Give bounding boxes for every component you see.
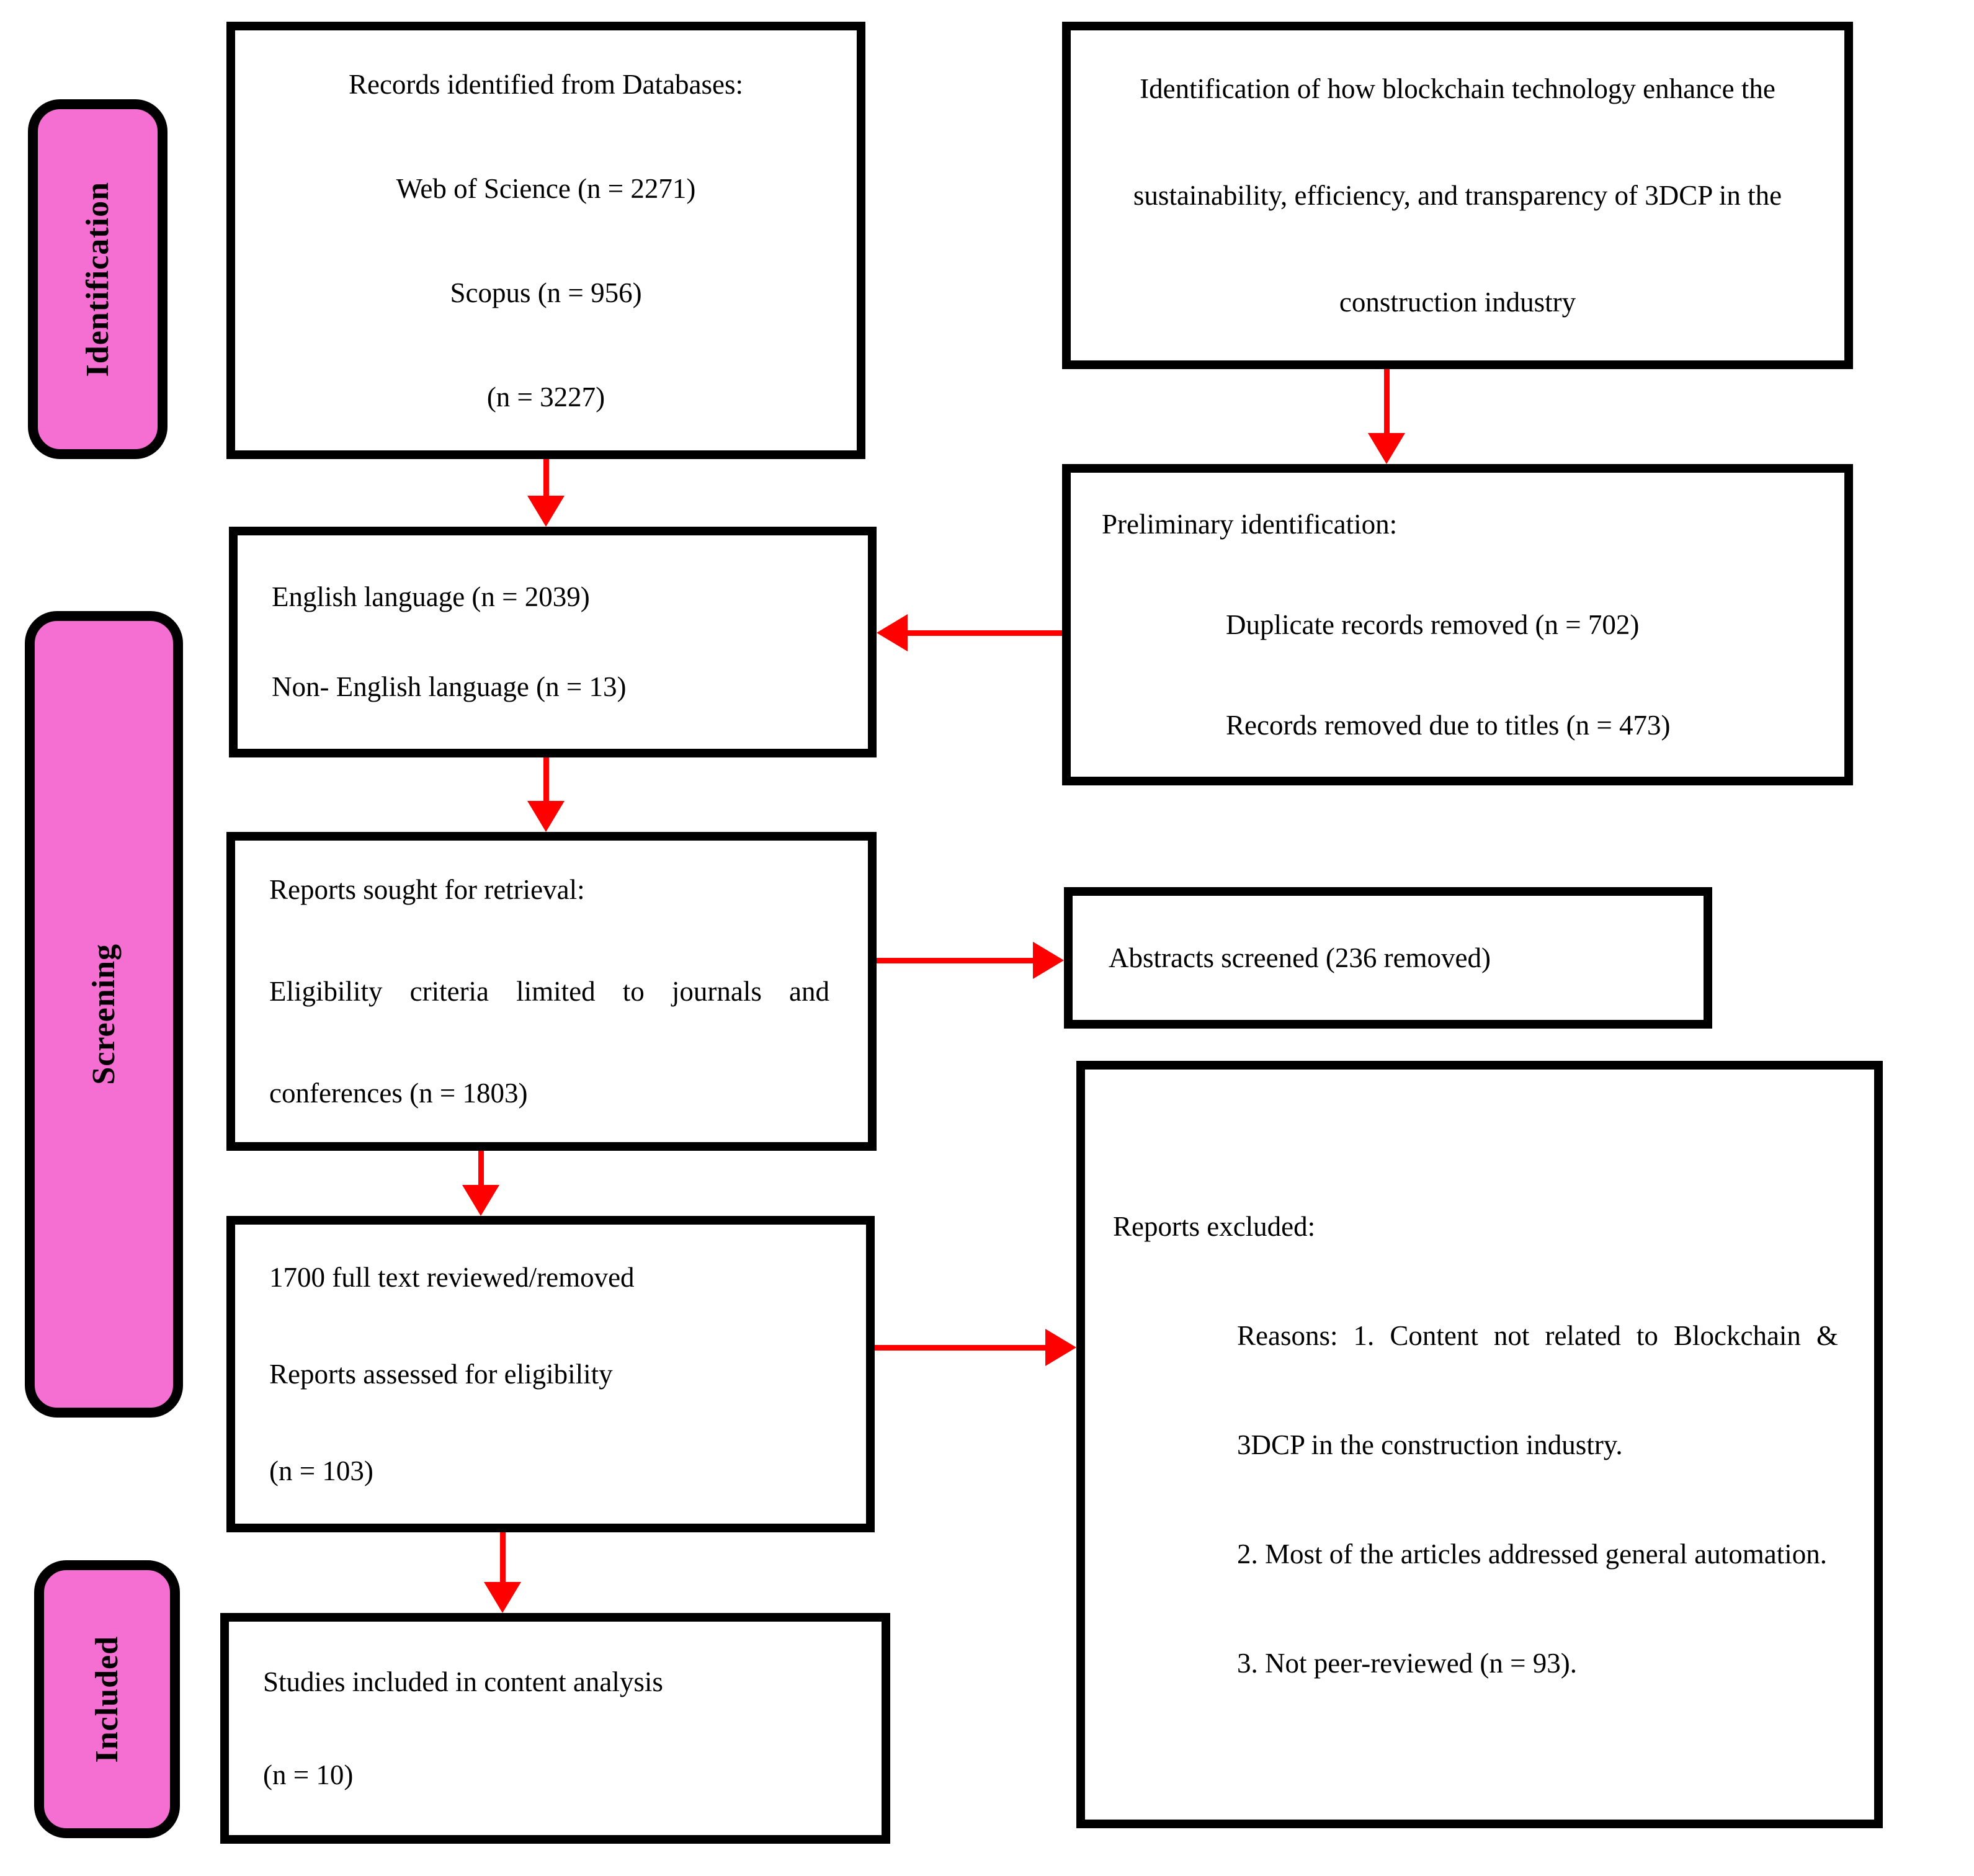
excluded-line-1: Reports excluded: xyxy=(1113,1210,1316,1242)
excluded-line-5: 3. Not peer-reviewed (n = 93). xyxy=(1237,1647,1578,1679)
arrow-down-language-to-retrieval xyxy=(527,757,565,832)
included-line-1: Studies included in content analysis xyxy=(263,1666,663,1697)
stage-label-included: Included xyxy=(34,1560,180,1838)
arrow-shaft xyxy=(500,1532,506,1582)
arrow-right-fulltext-to-excluded xyxy=(875,1329,1076,1366)
arrow-left-head-icon xyxy=(877,614,908,651)
records-line-1: Records identified from Databases: xyxy=(348,68,744,100)
objective-line-1: Identification of how blockchain technol… xyxy=(1140,73,1775,104)
retrieval-line-1: Reports sought for retrieval: xyxy=(269,874,585,905)
stage-label-screening-text: Screening xyxy=(86,944,122,1085)
stage-label-included-text: Included xyxy=(89,1635,125,1763)
excluded-line-3: 3DCP in the construction industry. xyxy=(1237,1429,1623,1460)
retrieval-line-2: Eligibility criteria limited to journals… xyxy=(269,976,829,1007)
arrow-shaft xyxy=(543,757,549,801)
box-research-objective: Identification of how blockchain technol… xyxy=(1062,22,1853,369)
stage-label-screening: Screening xyxy=(25,611,183,1418)
arrow-right-head-icon xyxy=(1033,942,1064,979)
fulltext-line-1: 1700 full text reviewed/removed xyxy=(269,1262,635,1293)
box-records-identified: Records identified from Databases: Web o… xyxy=(226,22,865,459)
retrieval-line-3: conferences (n = 1803) xyxy=(269,1078,528,1109)
box-language-screen: English language (n = 2039) Non- English… xyxy=(229,527,877,757)
preliminary-line-3: Records removed due to titles (n = 473) xyxy=(1226,710,1671,741)
objective-line-2: sustainability, efficiency, and transpar… xyxy=(1133,180,1782,211)
box-abstracts-screened: Abstracts screened (236 removed) xyxy=(1064,887,1712,1029)
box-studies-included: Studies included in content analysis (n … xyxy=(220,1613,890,1844)
arrow-shaft xyxy=(875,1345,1045,1351)
preliminary-line-1: Preliminary identification: xyxy=(1102,509,1398,540)
arrow-right-head-icon xyxy=(1045,1329,1076,1366)
arrow-shaft xyxy=(877,958,1033,963)
arrow-down-head-icon xyxy=(527,801,565,832)
arrow-down-head-icon xyxy=(462,1185,499,1216)
fulltext-line-3: (n = 103) xyxy=(269,1455,373,1486)
arrow-shaft xyxy=(543,459,549,496)
arrow-down-fulltext-to-included xyxy=(484,1532,521,1613)
preliminary-line-2: Duplicate records removed (n = 702) xyxy=(1226,609,1640,640)
objective-line-3: construction industry xyxy=(1339,287,1576,318)
arrow-down-retrieval-to-fulltext xyxy=(462,1151,499,1216)
arrow-down-objective-to-preliminary xyxy=(1368,369,1405,464)
arrow-left-preliminary-to-language xyxy=(877,614,1062,651)
arrow-shaft xyxy=(1384,369,1390,433)
records-line-4: (n = 3227) xyxy=(486,381,605,413)
records-line-2: Web of Science (n = 2271) xyxy=(396,172,696,204)
language-line-2: Non- English language (n = 13) xyxy=(272,671,627,702)
stage-label-identification: Identification xyxy=(28,99,167,459)
language-line-1: English language (n = 2039) xyxy=(272,581,590,612)
records-line-3: Scopus (n = 956) xyxy=(450,277,642,308)
arrow-down-head-icon xyxy=(1368,433,1405,464)
fulltext-line-2: Reports assessed for eligibility xyxy=(269,1359,613,1390)
excluded-line-2: Reasons: 1. Content not related to Block… xyxy=(1237,1320,1838,1351)
box-preliminary-identification: Preliminary identification: Duplicate re… xyxy=(1062,464,1853,785)
arrow-down-head-icon xyxy=(484,1582,521,1613)
excluded-line-4: 2. Most of the articles addressed genera… xyxy=(1237,1538,1827,1570)
arrow-shaft xyxy=(908,630,1062,636)
arrow-down-head-icon xyxy=(527,496,565,527)
abstracts-line-1: Abstracts screened (236 removed) xyxy=(1109,942,1491,973)
box-fulltext-reviewed: 1700 full text reviewed/removed Reports … xyxy=(226,1216,875,1532)
arrow-right-retrieval-to-abstracts xyxy=(877,942,1064,979)
arrow-down-records-to-language xyxy=(527,459,565,527)
box-reports-excluded: Reports excluded: Reasons: 1. Content no… xyxy=(1076,1061,1883,1828)
box-reports-sought: Reports sought for retrieval: Eligibilit… xyxy=(226,832,877,1151)
stage-label-identification-text: Identification xyxy=(80,181,115,377)
arrow-shaft xyxy=(478,1151,484,1185)
included-line-2: (n = 10) xyxy=(263,1759,354,1790)
